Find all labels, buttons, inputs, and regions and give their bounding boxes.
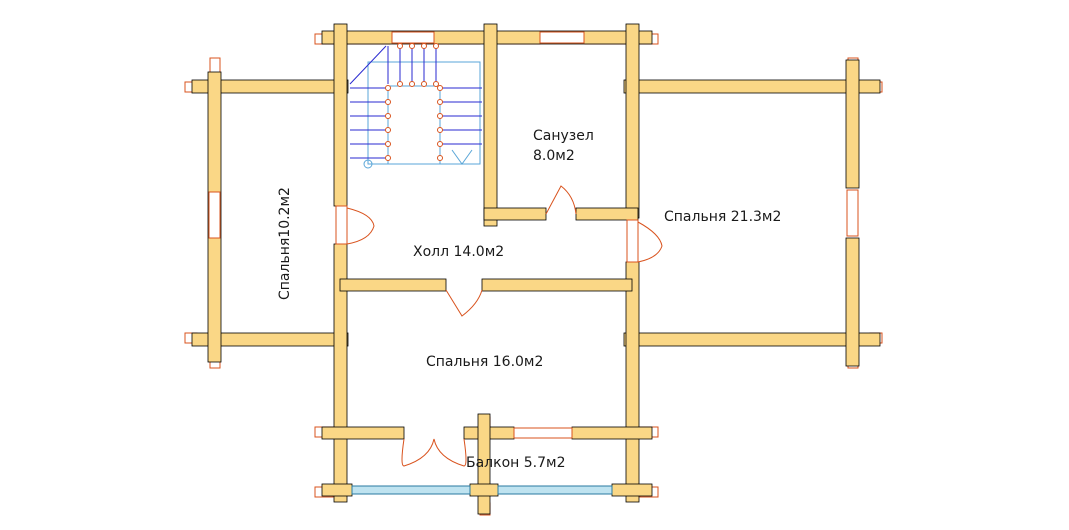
label-balcony: Балкон 5.7м2: [466, 455, 566, 471]
door-bottom-bedroom: [445, 289, 483, 317]
door-bathroom: [545, 185, 577, 215]
label-bathroom-area: 8.0м2: [533, 148, 575, 164]
windows: [208, 31, 859, 439]
door-right-bedroom: [637, 221, 663, 263]
label-bedroom-bottom: Спальня 16.0м2: [426, 354, 543, 370]
balcony-railing: [351, 485, 613, 495]
staircase: [349, 43, 482, 169]
door-left-bedroom: [346, 207, 375, 245]
label-bathroom-name: Санузел: [533, 128, 594, 144]
label-bedroom-left: Спальня10.2м2: [277, 187, 293, 300]
walls: [191, 23, 881, 515]
label-hall: Холл 14.0м2: [413, 244, 504, 260]
door-balcony: [401, 438, 467, 467]
doors: [346, 185, 663, 467]
label-bedroom-right: Спальня 21.3м2: [664, 209, 781, 225]
